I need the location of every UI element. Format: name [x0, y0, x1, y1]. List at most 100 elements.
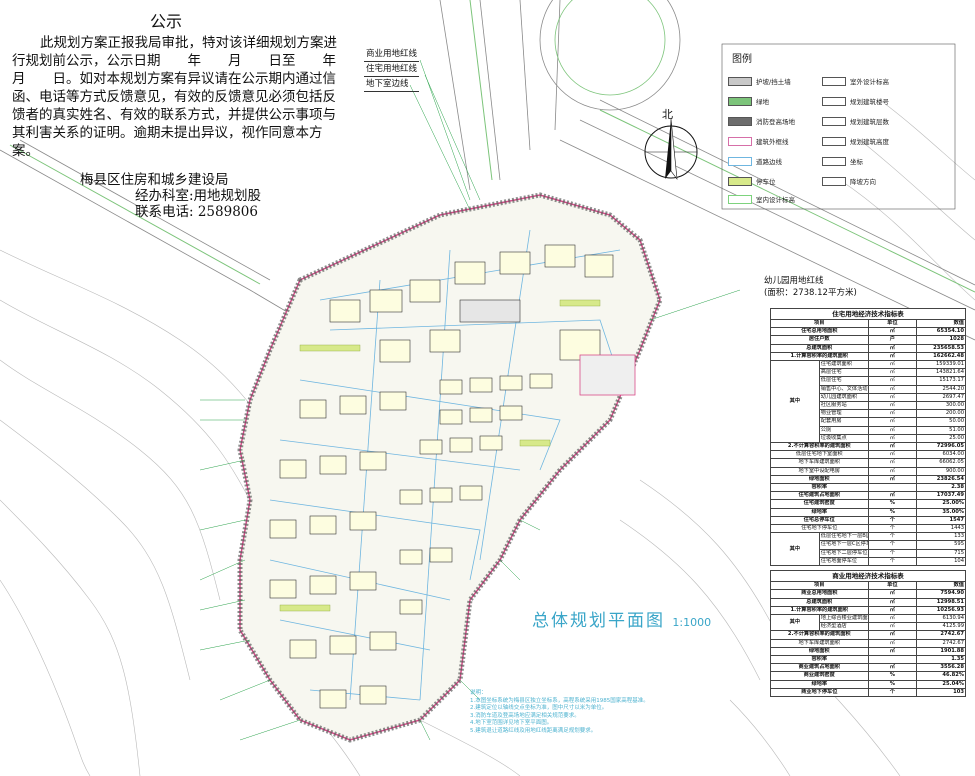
table-cell-value: 235658.53 [916, 343, 966, 353]
indoor-level-icon [728, 194, 752, 204]
table-cell-value: 4125.99 [916, 622, 966, 632]
table-cell-value: 25.00% [916, 499, 966, 509]
outdoor-level-icon [822, 76, 846, 86]
table-cell-name: 商业建筑密度 [770, 671, 869, 681]
table-cell-unit: ㎡ [867, 458, 918, 468]
table-cell-unit: ㎡ [867, 646, 918, 656]
table-cell-name: 住宅建筑占地面积 [770, 491, 869, 501]
table-cell-unit: ㎡ [867, 327, 918, 337]
table-cell-unit: % [867, 679, 918, 689]
table-cell-name: 垃圾收集点 [818, 433, 869, 444]
slope-direction-icon [822, 176, 846, 186]
notes-line: 1.本图坐标系统为梅县区独立坐标系，高程系统采用1985国家高程基准。 [470, 697, 649, 704]
table-cell-value: 50.00 [916, 417, 966, 427]
table-header-unit: 单位 [867, 581, 918, 591]
notes-line: 5.建筑退让道路红线及用地红线距离满足规划要求。 [470, 727, 597, 734]
table-cell-name: 容积率 [770, 483, 869, 493]
table-cell-name: 1.计算容积率的建筑面积 [770, 605, 869, 615]
leader-lines [199, 59, 741, 741]
table-cell-name: 1.计算容积率的建筑面积 [770, 351, 869, 362]
table-cell-value: 2.38 [916, 483, 966, 493]
green-swatch-icon [728, 96, 752, 106]
table-cell-value: 23826.54 [916, 474, 966, 485]
notice-title: 公示 [150, 12, 183, 31]
table-cell-unit: ㎡ [867, 376, 918, 386]
table-cell-name: 住宅总用地面积 [770, 327, 869, 337]
kindergarten-area-label: (面积：2738.12平方米) [764, 288, 857, 298]
table-cell-value: 2544.20 [916, 384, 966, 394]
boundary-label-commercial: 商业用地红线 [364, 47, 420, 62]
table-cell-name: 商业建筑占地面积 [770, 663, 869, 673]
notes-title: 说明： [470, 690, 487, 696]
legend-title: 图例 [732, 54, 752, 65]
notice-phone: 联系电话: 2589806 [135, 204, 258, 220]
notice-body: 此规划方案正报我局审批，特对该详细规划方案进行规划前公示，公示日期 年 月 日至… [12, 35, 363, 159]
table-header-item: 项目 [770, 581, 869, 591]
table-cell-unit: % [867, 671, 918, 681]
table-group-cell: 其中 [770, 360, 820, 444]
table-cell-unit: ㎡ [867, 417, 918, 427]
table-cell-name: 总建筑面积 [770, 597, 869, 607]
plan-scale: 1:1000 [672, 616, 712, 629]
building-height-icon [822, 136, 846, 146]
table-cell-value: 162662.48 [916, 351, 966, 362]
table-cell-value: 17037.49 [916, 491, 966, 501]
table-cell-unit: 个 [867, 540, 918, 550]
table-cell-name: 绿地面积 [770, 646, 869, 656]
table-cell-value: 46.82% [916, 671, 966, 681]
table-cell-unit: ㎡ [867, 622, 918, 632]
table-header-item: 项目 [770, 318, 869, 329]
plan-title: 总体规划平面图 1:1000 [532, 606, 711, 631]
table-cell-name: 住宅建筑密度 [770, 499, 869, 509]
legend-item: 规划建筑楼号 [822, 96, 889, 106]
table-cell-name: 物业管理 [818, 409, 869, 419]
table-cell-name: 绿地率 [770, 679, 869, 689]
table-cell-value: 2742.67 [916, 638, 966, 648]
kindergarten-label: 幼儿园用地红线 (面积：2738.12平方米) [764, 275, 857, 299]
table-cell-unit: ㎡ [867, 663, 918, 673]
legend-item: 绿地 [728, 96, 769, 106]
table-cell-value: 25.04% [916, 679, 966, 689]
table-cell-unit [867, 654, 918, 665]
table-cell-name: 住宅地下停车位 [770, 524, 869, 534]
legend-item: 建筑外框线 [728, 136, 789, 146]
table-cell-name: 低层住宅地下室面积 [770, 450, 869, 460]
table-cell-unit: ㎡ [867, 450, 918, 460]
table-cell-value: 25.00 [916, 433, 966, 444]
table-cell-name: 商业地下停车位 [770, 687, 869, 697]
legend-item: 规划建筑高度 [822, 136, 889, 146]
table-row: 其中低层住宅地下一层B区停车位个133 [770, 532, 966, 567]
table-cell-name: 绿地面积 [770, 474, 869, 485]
table-cell-value: 200.00 [916, 409, 966, 419]
table-cell-name: 地下车库建筑面积 [770, 638, 869, 648]
residential-table-title: 住宅用地经济技术指标表 [770, 308, 966, 320]
table-cell-name: 2.不计算容积率的建筑面积 [770, 630, 869, 640]
table-cell-unit: ㎡ [867, 630, 918, 640]
green-road-strips [9, 0, 975, 293]
table-cell-unit: ㎡ [867, 351, 918, 362]
legend-item: 室外设计标高 [822, 76, 889, 86]
table-group-cell: 其中 [770, 532, 820, 567]
table-cell-name: 总建筑面积 [770, 343, 869, 353]
slope-swatch-icon [728, 76, 752, 86]
boundary-label-residential: 住宅用地红线 [364, 62, 420, 77]
table-cell-value: 2742.67 [916, 630, 966, 640]
table-cell-name: 高层住宅 [818, 368, 869, 378]
public-notice: 公示 此规划方案正报我局审批，特对该详细规划方案进行规划前公示，公示日期 年 月… [0, 0, 363, 230]
floor-count-icon [822, 116, 846, 126]
design-notes: 说明： 1.本图坐标系统为梅县区独立坐标系，高程系统采用1985国家高程基准。 … [470, 690, 760, 735]
table-cell-unit: % [867, 499, 918, 509]
